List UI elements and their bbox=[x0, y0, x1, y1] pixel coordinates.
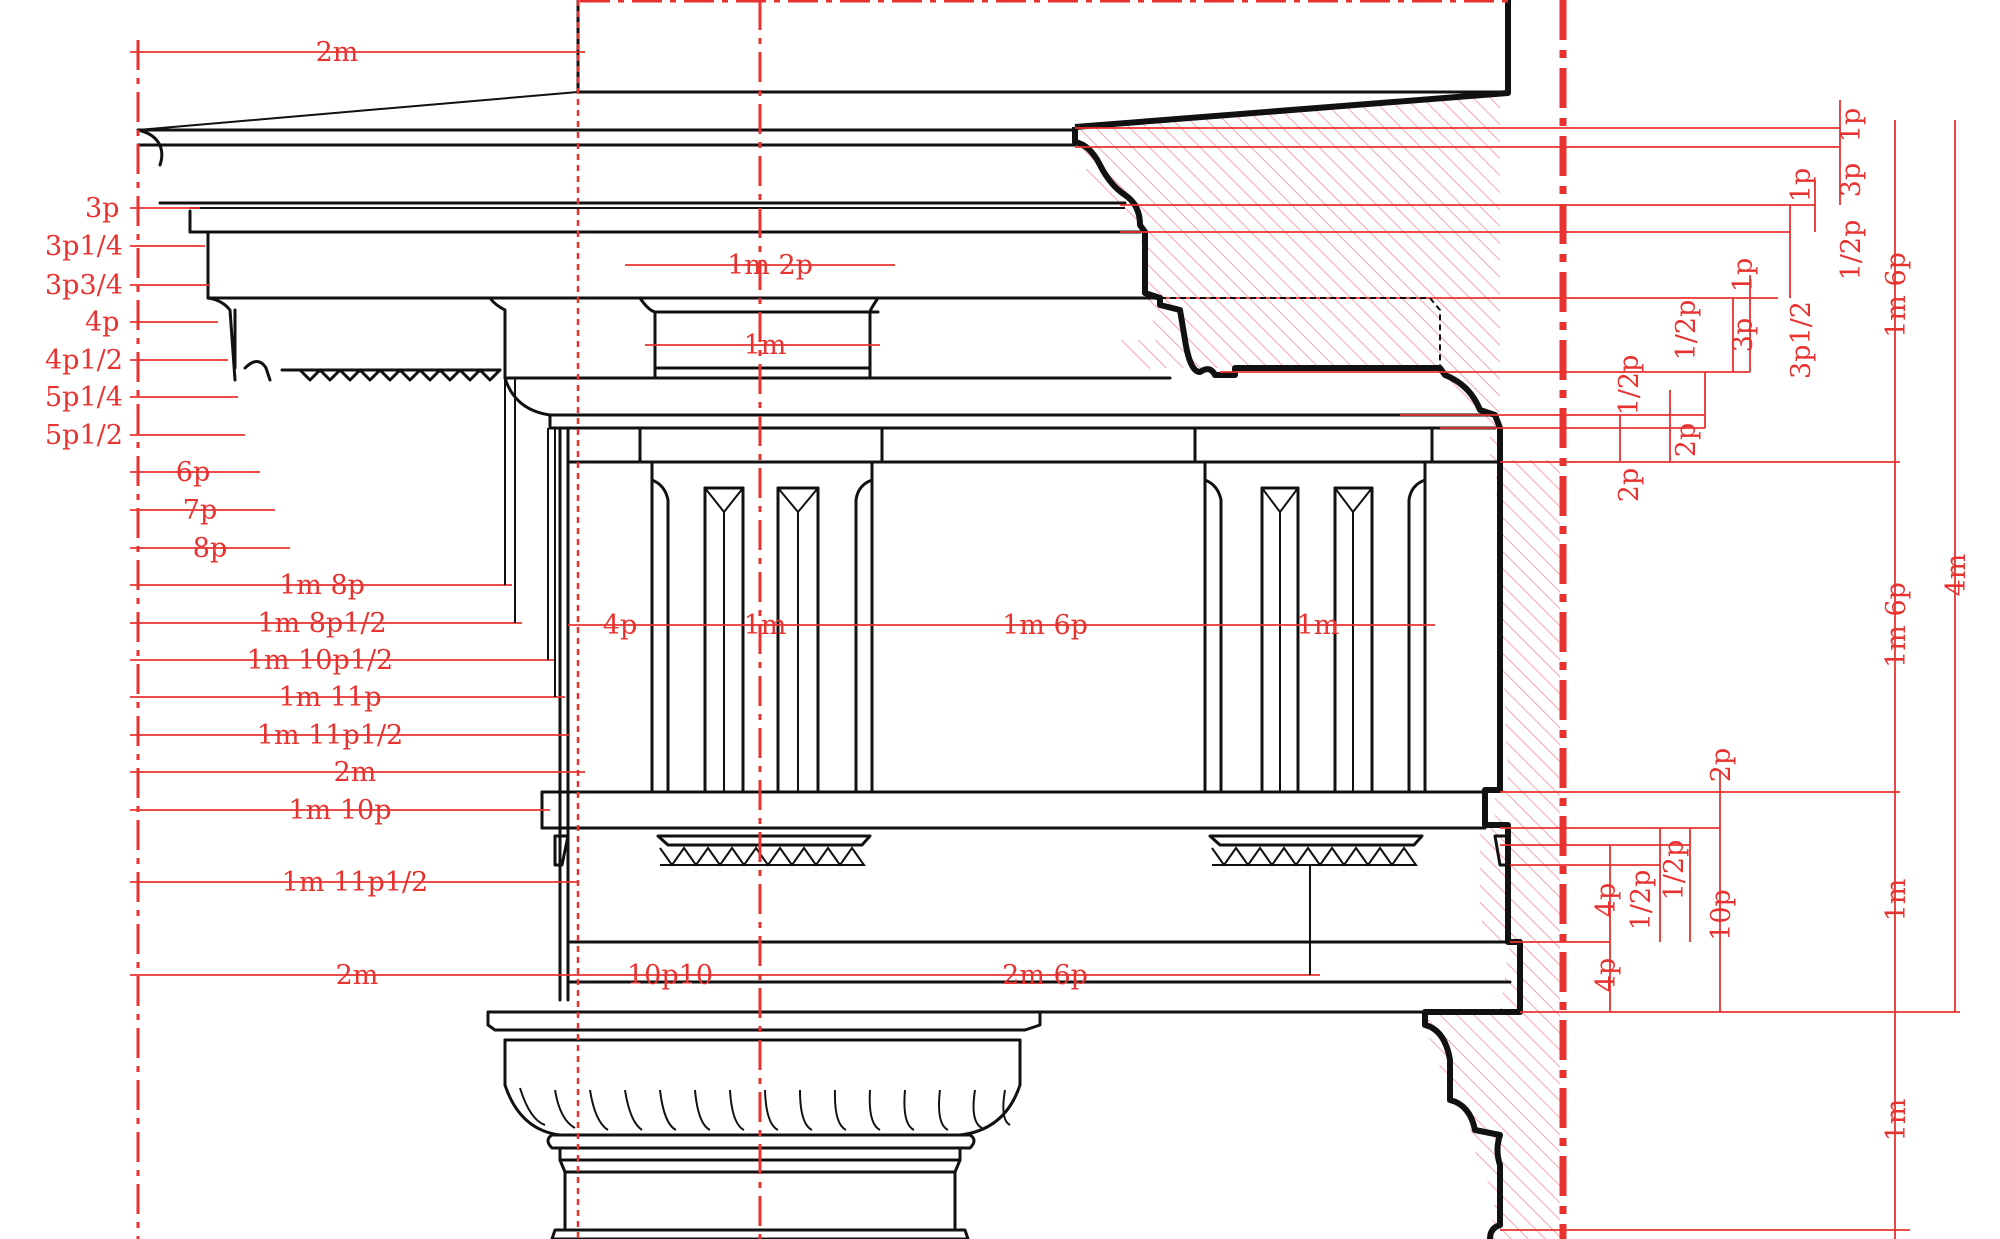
dim-label-r-12p-d: 1/2p bbox=[1659, 840, 1690, 901]
dim-label-r-12p-e: 1/2p bbox=[1626, 870, 1657, 931]
section-outline bbox=[1072, 0, 1523, 1239]
dim-label-r-12p-b: 1/2p bbox=[1671, 300, 1702, 361]
dim-label-1m11p: 1m 11p bbox=[278, 682, 381, 713]
dim-label-4p: 4p bbox=[85, 307, 119, 338]
dimension-labels: 2m 3p 3p1/4 3p3/4 4p 4p1/2 5p1/4 5p1/2 6… bbox=[45, 37, 1972, 1141]
dim-label-r-2p-c: 2p bbox=[1706, 748, 1737, 782]
dim-label-r-12p-c: 1/2p bbox=[1614, 355, 1645, 416]
section-profile bbox=[1075, 93, 1560, 1239]
dim-label-6p: 6p bbox=[176, 457, 210, 488]
dimension-lines bbox=[130, 51, 1960, 1231]
dim-label-r-4m: 4m bbox=[1941, 554, 1972, 597]
dim-label-r-1p: 1p bbox=[1786, 168, 1817, 202]
dim-label-1m10p12: 1m 10p1/2 bbox=[247, 645, 393, 676]
dim-label-1m-triglyph2: 1m bbox=[1297, 610, 1340, 641]
dim-label-r-3p-b: 3p bbox=[1728, 318, 1759, 352]
dim-label-1m6p: 1m 6p bbox=[1002, 610, 1088, 641]
centerlines bbox=[136, 0, 1567, 1239]
dim-label-1m8p: 1m 8p bbox=[279, 570, 365, 601]
entablature-outline bbox=[136, 0, 1512, 1239]
dim-label-1m2p: 1m 2p bbox=[727, 250, 813, 281]
dim-label-2m-bottom: 2m bbox=[336, 960, 379, 991]
dim-label-r-1m6p-top: 1m 6p bbox=[1881, 252, 1912, 338]
dim-label-10p10: 10p10 bbox=[627, 960, 713, 991]
dim-label-r-3p: 3p bbox=[1836, 163, 1867, 197]
dim-label-1m-mutule: 1m bbox=[744, 330, 787, 361]
dim-label-2m-mid: 2m bbox=[334, 757, 377, 788]
section-hatch bbox=[1075, 93, 1500, 1239]
dim-label-1m10p: 1m 10p bbox=[288, 795, 391, 826]
dim-label-8p: 8p bbox=[193, 533, 227, 564]
section-hatch-lower bbox=[1420, 460, 1560, 1239]
dim-label-r-2p-a: 2p bbox=[1671, 423, 1702, 457]
dim-label-1m8p12: 1m 8p1/2 bbox=[257, 608, 386, 639]
vertical-dimension-lines bbox=[1609, 100, 1956, 1239]
dim-label-r-1p-top: 1p bbox=[1836, 108, 1867, 142]
dim-label-r-1m6p-mid: 1m 6p bbox=[1881, 582, 1912, 668]
dim-label-r-4p-b: 4p bbox=[1591, 958, 1622, 992]
dim-label-top-2m: 2m bbox=[316, 37, 359, 68]
dim-label-5p12: 5p1/2 bbox=[45, 420, 123, 451]
dim-label-4p12: 4p1/2 bbox=[45, 345, 123, 376]
dim-label-1m11p12: 1m 11p1/2 bbox=[257, 720, 403, 751]
dim-label-r-1p-b: 1p bbox=[1728, 258, 1759, 292]
dim-label-5p14: 5p1/4 bbox=[45, 382, 123, 413]
dim-label-7p: 7p bbox=[183, 495, 217, 526]
dim-label-3p: 3p bbox=[85, 193, 119, 224]
dim-label-1m11p12-b: 1m 11p1/2 bbox=[282, 867, 428, 898]
dim-label-4p-frieze: 4p bbox=[603, 610, 637, 641]
dim-label-2m6p: 2m 6p bbox=[1002, 960, 1088, 991]
dim-label-r-12p-a: 1/2p bbox=[1836, 220, 1867, 281]
dim-label-1m-triglyph1: 1m bbox=[744, 610, 787, 641]
dim-label-r-1m-b: 1m bbox=[1881, 1099, 1912, 1142]
dim-label-r-2p-b: 2p bbox=[1614, 468, 1645, 502]
dim-label-r-3p12: 3p1/2 bbox=[1786, 301, 1817, 379]
dim-label-r-4p-a: 4p bbox=[1591, 883, 1622, 917]
dim-label-r-10p: 10p bbox=[1706, 889, 1737, 941]
dim-label-r-1m-a: 1m bbox=[1881, 879, 1912, 922]
dim-label-3p14: 3p1/4 bbox=[45, 231, 123, 262]
dim-label-3p34: 3p3/4 bbox=[45, 270, 123, 301]
